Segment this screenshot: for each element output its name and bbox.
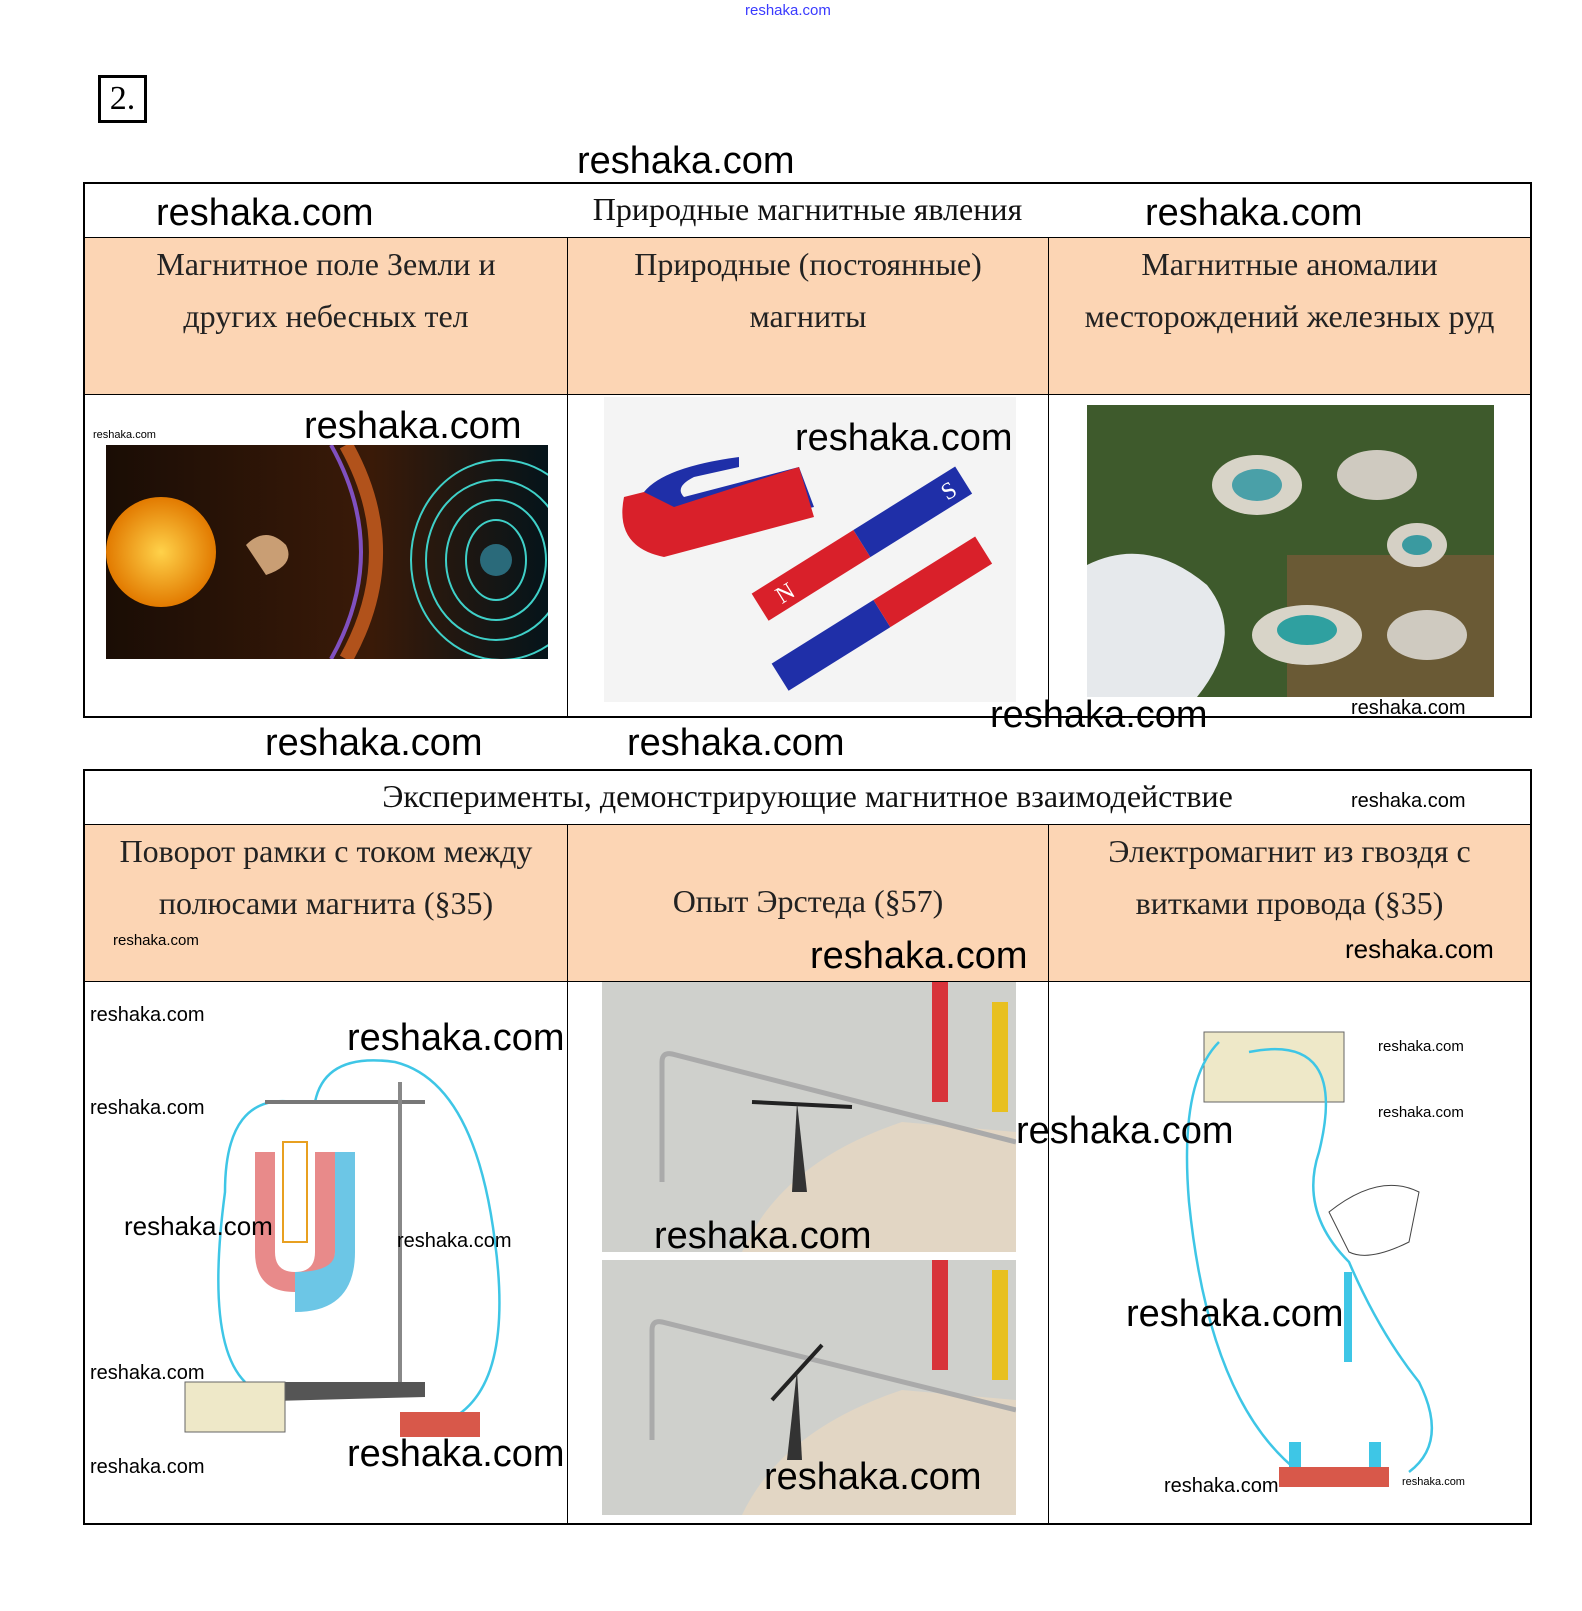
watermark: reshaka.com [156,192,374,234]
watermark: reshaka.com [795,417,1013,459]
image-cell [85,395,567,716]
watermark: reshaka.com [347,1433,565,1475]
watermark: reshaka.com [1345,934,1494,964]
watermark: reshaka.com [1126,1293,1344,1335]
watermark: reshaka.com [810,935,1028,977]
task-number: 2. [98,75,147,123]
watermark: reshaka.com [124,1211,273,1241]
watermark: reshaka.com [764,1456,982,1498]
image-cell [1048,982,1530,1523]
experiments-table: Эксперименты, демонстрирующие магнитное … [83,769,1532,1525]
watermark: reshaka.com [397,1230,512,1252]
image-cell [85,982,567,1523]
watermark: reshaka.com [90,1097,205,1119]
watermark: reshaka.com [347,1017,565,1059]
image-cell [567,982,1048,1523]
watermark: reshaka.com [93,429,156,441]
watermark: reshaka.com [1378,1104,1464,1121]
header-row: Магнитное поле Земли и других небесных т… [85,238,1530,395]
current-loop-image [184,1059,501,1437]
header-cell: Магнитные аномалии месторождений железны… [1048,238,1530,394]
watermark: reshaka.com [577,140,795,182]
image-cell: N S [567,395,1048,716]
oersted-photo-top [602,982,1016,1252]
watermark: reshaka.com [990,694,1208,736]
watermark: reshaka.com [1378,1038,1464,1055]
watermark: reshaka.com [113,932,199,949]
watermark: reshaka.com [1164,1475,1279,1497]
magnets-image: N S [604,397,1016,702]
header-cell: Электромагнит из гвоздя с витками провод… [1048,825,1530,981]
header-cell: Поворот рамки с током между полюсами маг… [119,833,533,921]
natural-phenomena-table: Природные магнитные явления Магнитное по… [83,182,1532,718]
magnetosphere-image [106,445,548,659]
image-row [85,982,1530,1523]
watermark: reshaka.com [1351,790,1466,812]
header-row: Поворот рамки с током между полюсами маг… [85,825,1530,982]
header-cell: Опыт Эрстеда (§57) [567,825,1048,981]
watermark: reshaka.com [1145,192,1363,234]
watermark: reshaka.com [1351,697,1466,719]
watermark: reshaka.com [265,722,483,764]
header-cell: Природные (постоянные) магниты [567,238,1048,394]
watermark: reshaka.com [90,1362,205,1384]
watermark: reshaka.com [90,1456,205,1478]
watermark: reshaka.com [654,1215,872,1257]
top-watermark: reshaka.com [745,2,831,19]
image-row: N S [85,395,1530,716]
electromagnet-image [1185,1031,1434,1487]
image-cell [1048,395,1530,716]
watermark: reshaka.com [627,722,845,764]
watermark: reshaka.com [90,1004,205,1026]
watermark: reshaka.com [1402,1476,1465,1488]
watermark: reshaka.com [304,405,522,447]
header-cell: Магнитное поле Земли и других небесных т… [156,246,496,334]
quarry-satellite-image [1087,405,1494,697]
oersted-photo-bottom [602,1260,1016,1515]
table-title: Эксперименты, демонстрирующие магнитное … [85,771,1530,826]
watermark: reshaka.com [1016,1110,1234,1152]
